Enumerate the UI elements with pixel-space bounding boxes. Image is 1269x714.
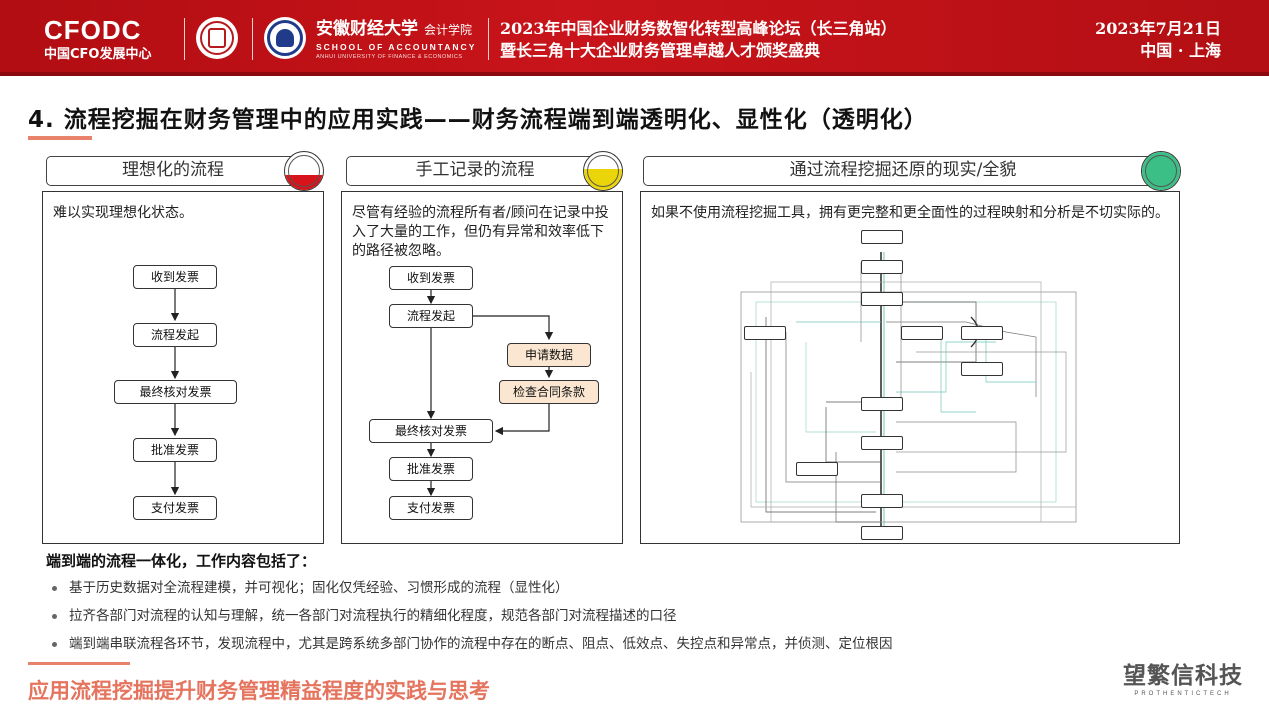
panel-manual-description: 尽管有经验的流程所有者/顾问在记录中投入了大量的工作，但仍有异常和效率低下的路径…	[352, 205, 609, 259]
bullet-icon	[52, 642, 57, 647]
flow-node-receive-invoice: 收到发票	[133, 265, 217, 289]
flow-node-check-contract: 检查合同条款	[499, 380, 599, 404]
pm-node	[744, 326, 786, 340]
summary-item: 拉齐各部门对流程的认知与理解，统一各部门对流程执行的精细化程度，规范各部门对流程…	[52, 607, 893, 625]
status-indicator-red-icon	[284, 151, 324, 191]
header-banner: CFODC 中国CFO发展中心 安徽财经大学会计学院 SCHOOL OF ACC…	[0, 0, 1269, 76]
cfodc-subtitle: 中国CFO发展中心	[44, 47, 152, 62]
pm-node	[861, 397, 903, 411]
forum-title-line1: 2023年中国企业财务数智化转型高峰论坛（长三角站）	[500, 19, 897, 38]
pm-node	[861, 436, 903, 450]
brand-logo: 望繁信科技 PROTHENTICTECH	[1123, 662, 1243, 699]
summary-item-text: 拉齐各部门对流程的认知与理解，统一各部门对流程执行的精细化程度，规范各部门对流程…	[69, 608, 677, 624]
status-indicator-green-icon	[1141, 151, 1181, 191]
pm-node	[901, 326, 943, 340]
footer-title: 应用流程挖掘提升财务管理精益程度的实践与思考	[28, 679, 490, 703]
flow-node-receive-invoice: 收到发票	[389, 266, 473, 290]
panel-mined-header: 通过流程挖掘还原的现实/全貌	[643, 156, 1163, 186]
summary-list: 基于历史数据对全流程建模，并可视化；固化仅凭经验、习惯形成的流程（显性化） 拉齐…	[52, 579, 893, 663]
title-accent-bar	[28, 136, 92, 140]
footer-accent-bar	[28, 662, 130, 665]
pm-node	[861, 260, 903, 274]
pm-node	[796, 462, 838, 476]
flow-node-initiate-process: 流程发起	[133, 323, 217, 347]
header-divider	[252, 18, 253, 60]
brand-name-en: PROTHENTICTECH	[1134, 691, 1232, 697]
brand-name-cn: 望繁信科技	[1123, 663, 1243, 689]
panel-ideal-process: 难以实现理想化状态。 收到发票 流程发起 最终核对发票 批准发票 支付发票	[42, 191, 324, 544]
header-divider	[488, 18, 489, 60]
forum-title-line2: 暨长三角十大企业财务管理卓越人才颁奖盛典	[500, 41, 821, 60]
university-name: 安徽财经大学会计学院 SCHOOL OF ACCOUNTANCY ANHUI U…	[316, 18, 476, 61]
event-date: 2023年7月21日	[1095, 19, 1221, 38]
summary-item-text: 基于历史数据对全流程建模，并可视化；固化仅凭经验、习惯形成的流程（显性化）	[69, 580, 569, 596]
event-date-location: 2023年7月21日 中国 · 上海	[1095, 18, 1221, 62]
panel-manual-header: 手工记录的流程	[346, 156, 604, 186]
flow-node-pay-invoice: 支付发票	[389, 496, 473, 520]
summary-item-text: 端到端串联流程各环节，发现流程中，尤其是跨系统多部门协作的流程中存在的断点、阻点…	[69, 636, 893, 652]
pm-node	[961, 326, 1003, 340]
pm-node	[861, 292, 903, 306]
bullet-icon	[52, 586, 57, 591]
pm-node	[961, 362, 1003, 376]
flow-node-request-data: 申请数据	[507, 343, 591, 367]
panel-ideal-header: 理想化的流程	[46, 156, 300, 186]
flow-node-approve-invoice: 批准发票	[133, 438, 217, 462]
bullet-icon	[52, 614, 57, 619]
panel-manual-process: 尽管有经验的流程所有者/顾问在记录中投入了大量的工作，但仍有异常和效率低下的路径…	[341, 191, 623, 544]
panel-mined-description: 如果不使用流程挖掘工具，拥有更完整和更全面性的过程映射和分析是不切实际的。	[651, 205, 1169, 221]
summary-heading: 端到端的流程一体化，工作内容包括了：	[46, 552, 317, 570]
university-seal-icon	[196, 17, 238, 59]
flow-node-pay-invoice: 支付发票	[133, 496, 217, 520]
panel-ideal-description: 难以实现理想化状态。	[53, 205, 193, 221]
header-divider	[184, 18, 185, 60]
university-dept: 会计学院	[424, 23, 473, 37]
flow-node-initiate-process: 流程发起	[389, 304, 473, 328]
ideal-flow-arrows	[170, 289, 180, 496]
university-name-en-full: ANHUI UNIVERSITY OF FINANCE & ECONOMICS	[316, 54, 463, 60]
process-mining-map	[736, 222, 1086, 542]
summary-item: 基于历史数据对全流程建模，并可视化；固化仅凭经验、习惯形成的流程（显性化）	[52, 579, 893, 597]
manual-flow-arrows	[426, 290, 554, 497]
flow-node-approve-invoice: 批准发票	[389, 457, 473, 481]
pm-node	[861, 494, 903, 508]
forum-title: 2023年中国企业财务数智化转型高峰论坛（长三角站） 暨长三角十大企业财务管理卓…	[500, 18, 897, 62]
pm-node	[861, 230, 903, 244]
university-name-cn: 安徽财经大学	[316, 19, 418, 39]
status-indicator-yellow-icon	[583, 151, 623, 191]
accountancy-school-logo-icon	[264, 17, 306, 59]
university-name-en: SCHOOL OF ACCOUNTANCY	[316, 42, 477, 52]
cfodc-logo: CFODC 中国CFO发展中心	[44, 16, 151, 64]
panel-mined-process: 如果不使用流程挖掘工具，拥有更完整和更全面性的过程映射和分析是不切实际的。	[640, 191, 1180, 544]
pm-node	[861, 526, 903, 540]
flow-node-final-check: 最终核对发票	[114, 380, 237, 404]
cfodc-logo-text: CFODC	[44, 15, 142, 45]
summary-item: 端到端串联流程各环节，发现流程中，尤其是跨系统多部门协作的流程中存在的断点、阻点…	[52, 635, 893, 653]
event-location: 中国 · 上海	[1140, 41, 1221, 60]
page-title: 4. 流程挖掘在财务管理中的应用实践——财务流程端到端透明化、显性化（透明化）	[28, 107, 928, 133]
process-mining-edges	[740, 252, 1077, 534]
flow-node-final-check: 最终核对发票	[369, 419, 493, 443]
